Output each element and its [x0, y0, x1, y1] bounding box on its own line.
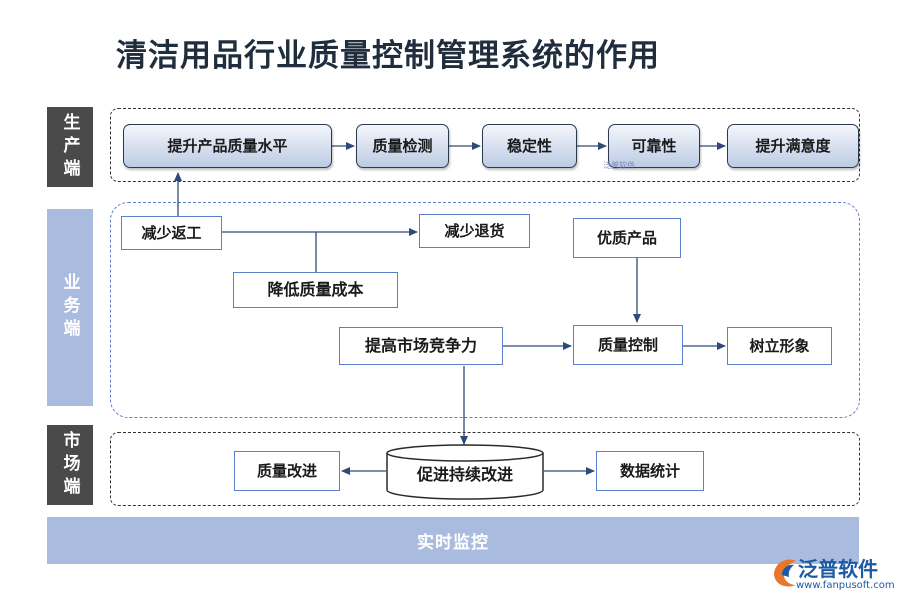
node-continuous-improve: 促进持续改进 — [416, 465, 513, 484]
logo-name: 泛普软件 — [798, 557, 878, 581]
node-quality-products: 优质产品 — [573, 218, 681, 258]
node-competitiveness: 提高市场竞争力 — [339, 327, 503, 365]
fanpu-logo-icon — [774, 559, 796, 587]
node-quality-improve: 质量改进 — [234, 451, 340, 491]
market-frame — [110, 432, 860, 506]
node-lower-quality-cost: 降低质量成本 — [233, 272, 398, 308]
node-quality-control: 质量控制 — [573, 325, 683, 365]
page-title: 清洁用品行业质量控制管理系统的作用 — [116, 38, 660, 74]
logo-url: www.fanpusoft.com — [796, 580, 895, 591]
realtime-monitor-bar: 实时监控 — [47, 517, 859, 564]
side-label-production: 生产端 — [47, 107, 93, 187]
node-data-stats: 数据统计 — [596, 451, 704, 491]
node-reduce-returns: 减少退货 — [419, 214, 530, 248]
node-stability: 稳定性 — [482, 124, 577, 168]
side-label-market: 市场端 — [47, 425, 93, 505]
node-quality-inspection: 质量检测 — [356, 124, 449, 168]
business-frame — [110, 202, 860, 418]
cylinder-shape — [386, 444, 544, 500]
node-reduce-rework: 减少返工 — [121, 216, 222, 250]
node-improve-quality: 提升产品质量水平 — [123, 124, 332, 168]
production-frame — [110, 108, 860, 182]
node-satisfaction: 提升满意度 — [727, 124, 859, 168]
watermark: 泛普软件 — [603, 161, 635, 170]
node-brand-image: 树立形象 — [727, 327, 832, 365]
node-reliability: 可靠性 — [608, 124, 700, 168]
side-label-business: 业务端 — [47, 209, 93, 406]
